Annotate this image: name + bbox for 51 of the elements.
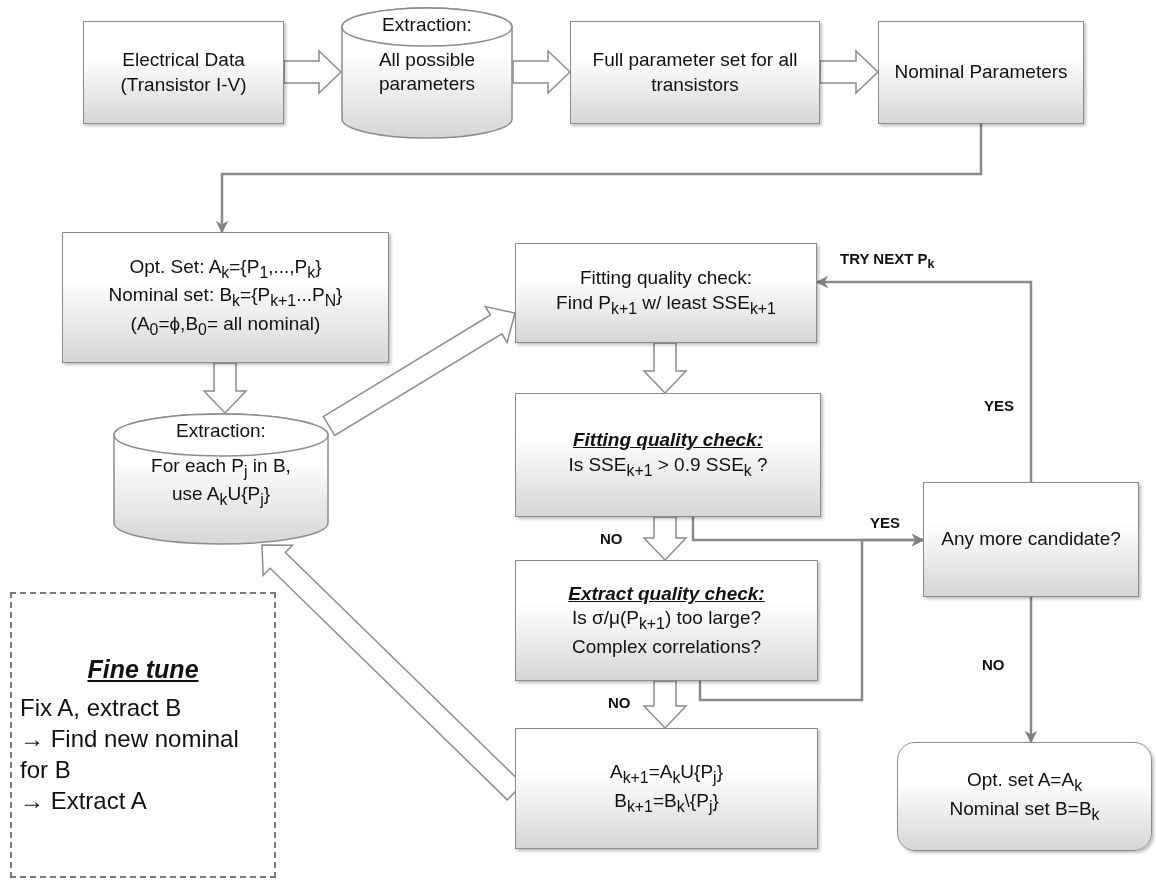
block-arrow bbox=[642, 516, 688, 562]
process-box bbox=[923, 482, 1139, 597]
node-text: Nominal Parameters bbox=[894, 60, 1068, 85]
arrow bbox=[698, 533, 925, 702]
node-text: Opt. Set: A$_{k}$={P$_{1}$,...,P$_{k}$} bbox=[129, 254, 322, 283]
process-box bbox=[62, 232, 389, 363]
block-arrow bbox=[283, 49, 343, 95]
process-box bbox=[515, 728, 818, 849]
node-text: A$_{k+1}$=A$_{k}$U{P$_{j}$} bbox=[610, 760, 723, 788]
node-text: Fix A, extract B bbox=[20, 692, 182, 723]
database-cylinder bbox=[341, 7, 513, 139]
node-heading: Extraction: bbox=[176, 419, 266, 443]
dashed-note-box bbox=[10, 592, 276, 878]
node-text: Fitting quality check: bbox=[579, 266, 753, 291]
process-box bbox=[878, 21, 1084, 124]
process-box bbox=[515, 243, 817, 343]
node-heading: Extract quality check: bbox=[568, 581, 765, 606]
arrow bbox=[215, 124, 983, 234]
arrow bbox=[815, 275, 1033, 482]
block-arrow bbox=[202, 362, 248, 415]
process-box bbox=[515, 560, 818, 681]
block-arrow bbox=[819, 49, 880, 95]
arrow bbox=[1024, 597, 1038, 744]
node-heading: Extraction: bbox=[382, 13, 472, 37]
node-text: Is SSE$_{k+1}$ > 0.9 SSE$_{k}$ ? bbox=[568, 453, 768, 481]
node-text: Electrical Data (Transistor I-V) bbox=[119, 47, 248, 97]
node-text: Nominal set B=B$_{k}$ bbox=[949, 796, 1100, 825]
node-text: Full parameter set for all transistors bbox=[591, 47, 799, 97]
process-box bbox=[570, 21, 820, 124]
terminal-box bbox=[897, 742, 1152, 851]
node-text: B$_{k+1}$=B$_{k}$\{P$_{j}$} bbox=[614, 788, 719, 817]
block-arrow bbox=[642, 342, 688, 395]
node-text: Opt. set A=A$_{k}$ bbox=[966, 768, 1083, 796]
node-text: All possible parameters bbox=[377, 47, 477, 97]
block-arrow bbox=[642, 680, 688, 730]
node-text: Find P$_{k+1}$ w/ least SSE$_{k+1}$ bbox=[556, 291, 776, 319]
node-text: For each P$_{j}$ in B, use A$_{k}$U{P$_{j}$} bbox=[150, 453, 292, 510]
node-heading: Fine tune bbox=[87, 654, 199, 686]
node-text: Is σ/μ(P$_{k+1}$) too large? bbox=[571, 606, 762, 635]
block-arrow bbox=[512, 49, 572, 95]
node-text: → Find new nominal for B bbox=[20, 724, 240, 786]
process-box bbox=[515, 393, 821, 517]
process-box bbox=[83, 21, 284, 124]
block-arrow bbox=[322, 305, 516, 437]
node-text: (A$_{0}$=ϕ,B$_{0}$= all nominal) bbox=[130, 311, 321, 340]
node-heading: Fitting quality check: bbox=[573, 428, 763, 453]
node-text: Complex correlations? bbox=[572, 634, 761, 659]
database-cylinder bbox=[113, 413, 329, 545]
node-text: Any more candidate? bbox=[941, 527, 1121, 552]
node-text: Nominal set: B$_{k}$={P$_{k+1}$...P$_{N}$} bbox=[108, 283, 343, 312]
node-text: → Extract A bbox=[20, 786, 147, 817]
